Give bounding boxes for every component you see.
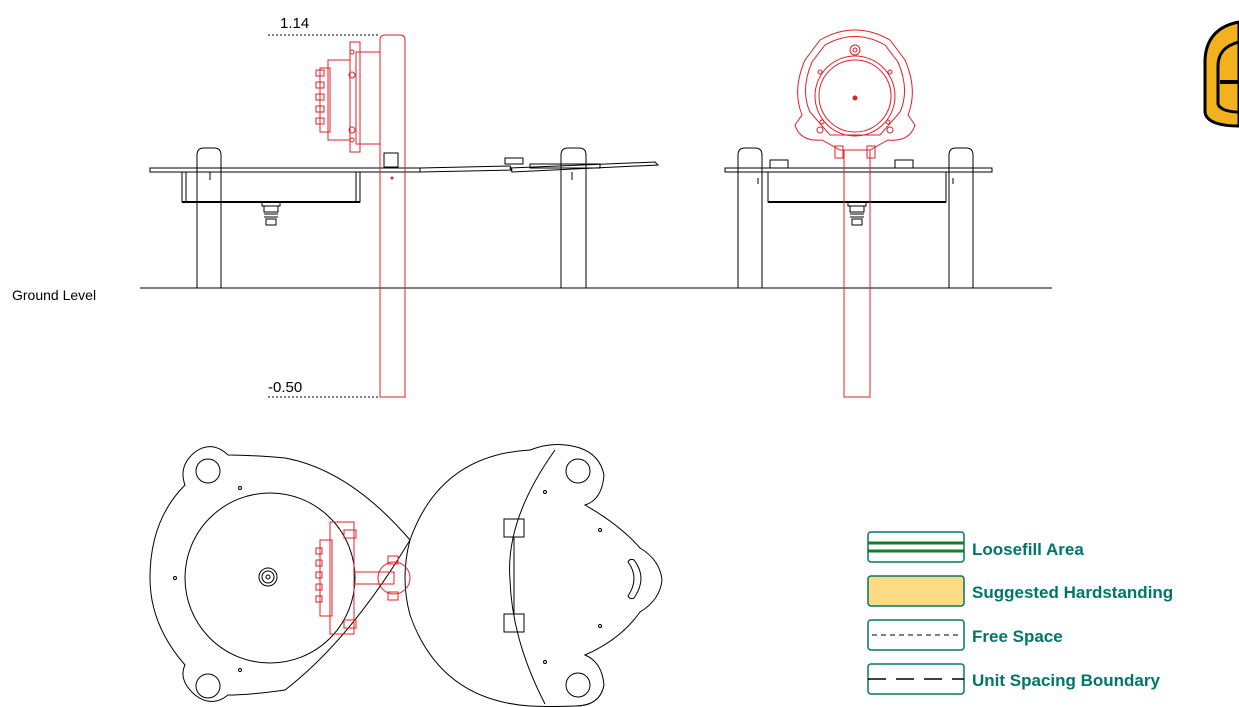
legend-label-free-space: Free Space — [972, 627, 1063, 646]
equipment-plan — [315, 521, 411, 635]
legend-item-loosefill: Loosefill Area — [867, 531, 1084, 563]
legend-label-hardstanding: Suggested Hardstanding — [972, 583, 1173, 602]
dimension-top-label: 1.14 — [280, 15, 309, 32]
ground-level: Ground Level — [12, 287, 1052, 303]
plan-view — [149, 444, 663, 707]
dimension-bottom: -0.50 — [268, 379, 380, 398]
legend-label-loosefill: Loosefill Area — [972, 540, 1084, 559]
legend-item-unit-spacing: Unit Spacing Boundary — [867, 663, 1161, 695]
legend-item-free-space: Free Space — [867, 619, 1063, 651]
dimension-bottom-label: -0.50 — [268, 379, 302, 396]
legend-item-hardstanding: Suggested Hardstanding — [867, 575, 1173, 607]
free-space-swatch — [867, 619, 965, 651]
side-elevation — [149, 147, 660, 288]
legend: Loosefill Area Suggested Hardstanding Fr… — [867, 531, 1173, 695]
legend-label-unit-spacing: Unit Spacing Boundary — [972, 671, 1161, 690]
brand-logo — [1203, 20, 1239, 128]
equipment-front — [794, 29, 916, 398]
equipment-post-side — [315, 34, 406, 398]
loosefill-swatch — [867, 531, 965, 563]
front-elevation — [724, 147, 993, 288]
dimension-top: 1.14 — [268, 15, 380, 36]
hardstanding-swatch — [867, 575, 965, 607]
ground-level-label: Ground Level — [12, 287, 96, 303]
